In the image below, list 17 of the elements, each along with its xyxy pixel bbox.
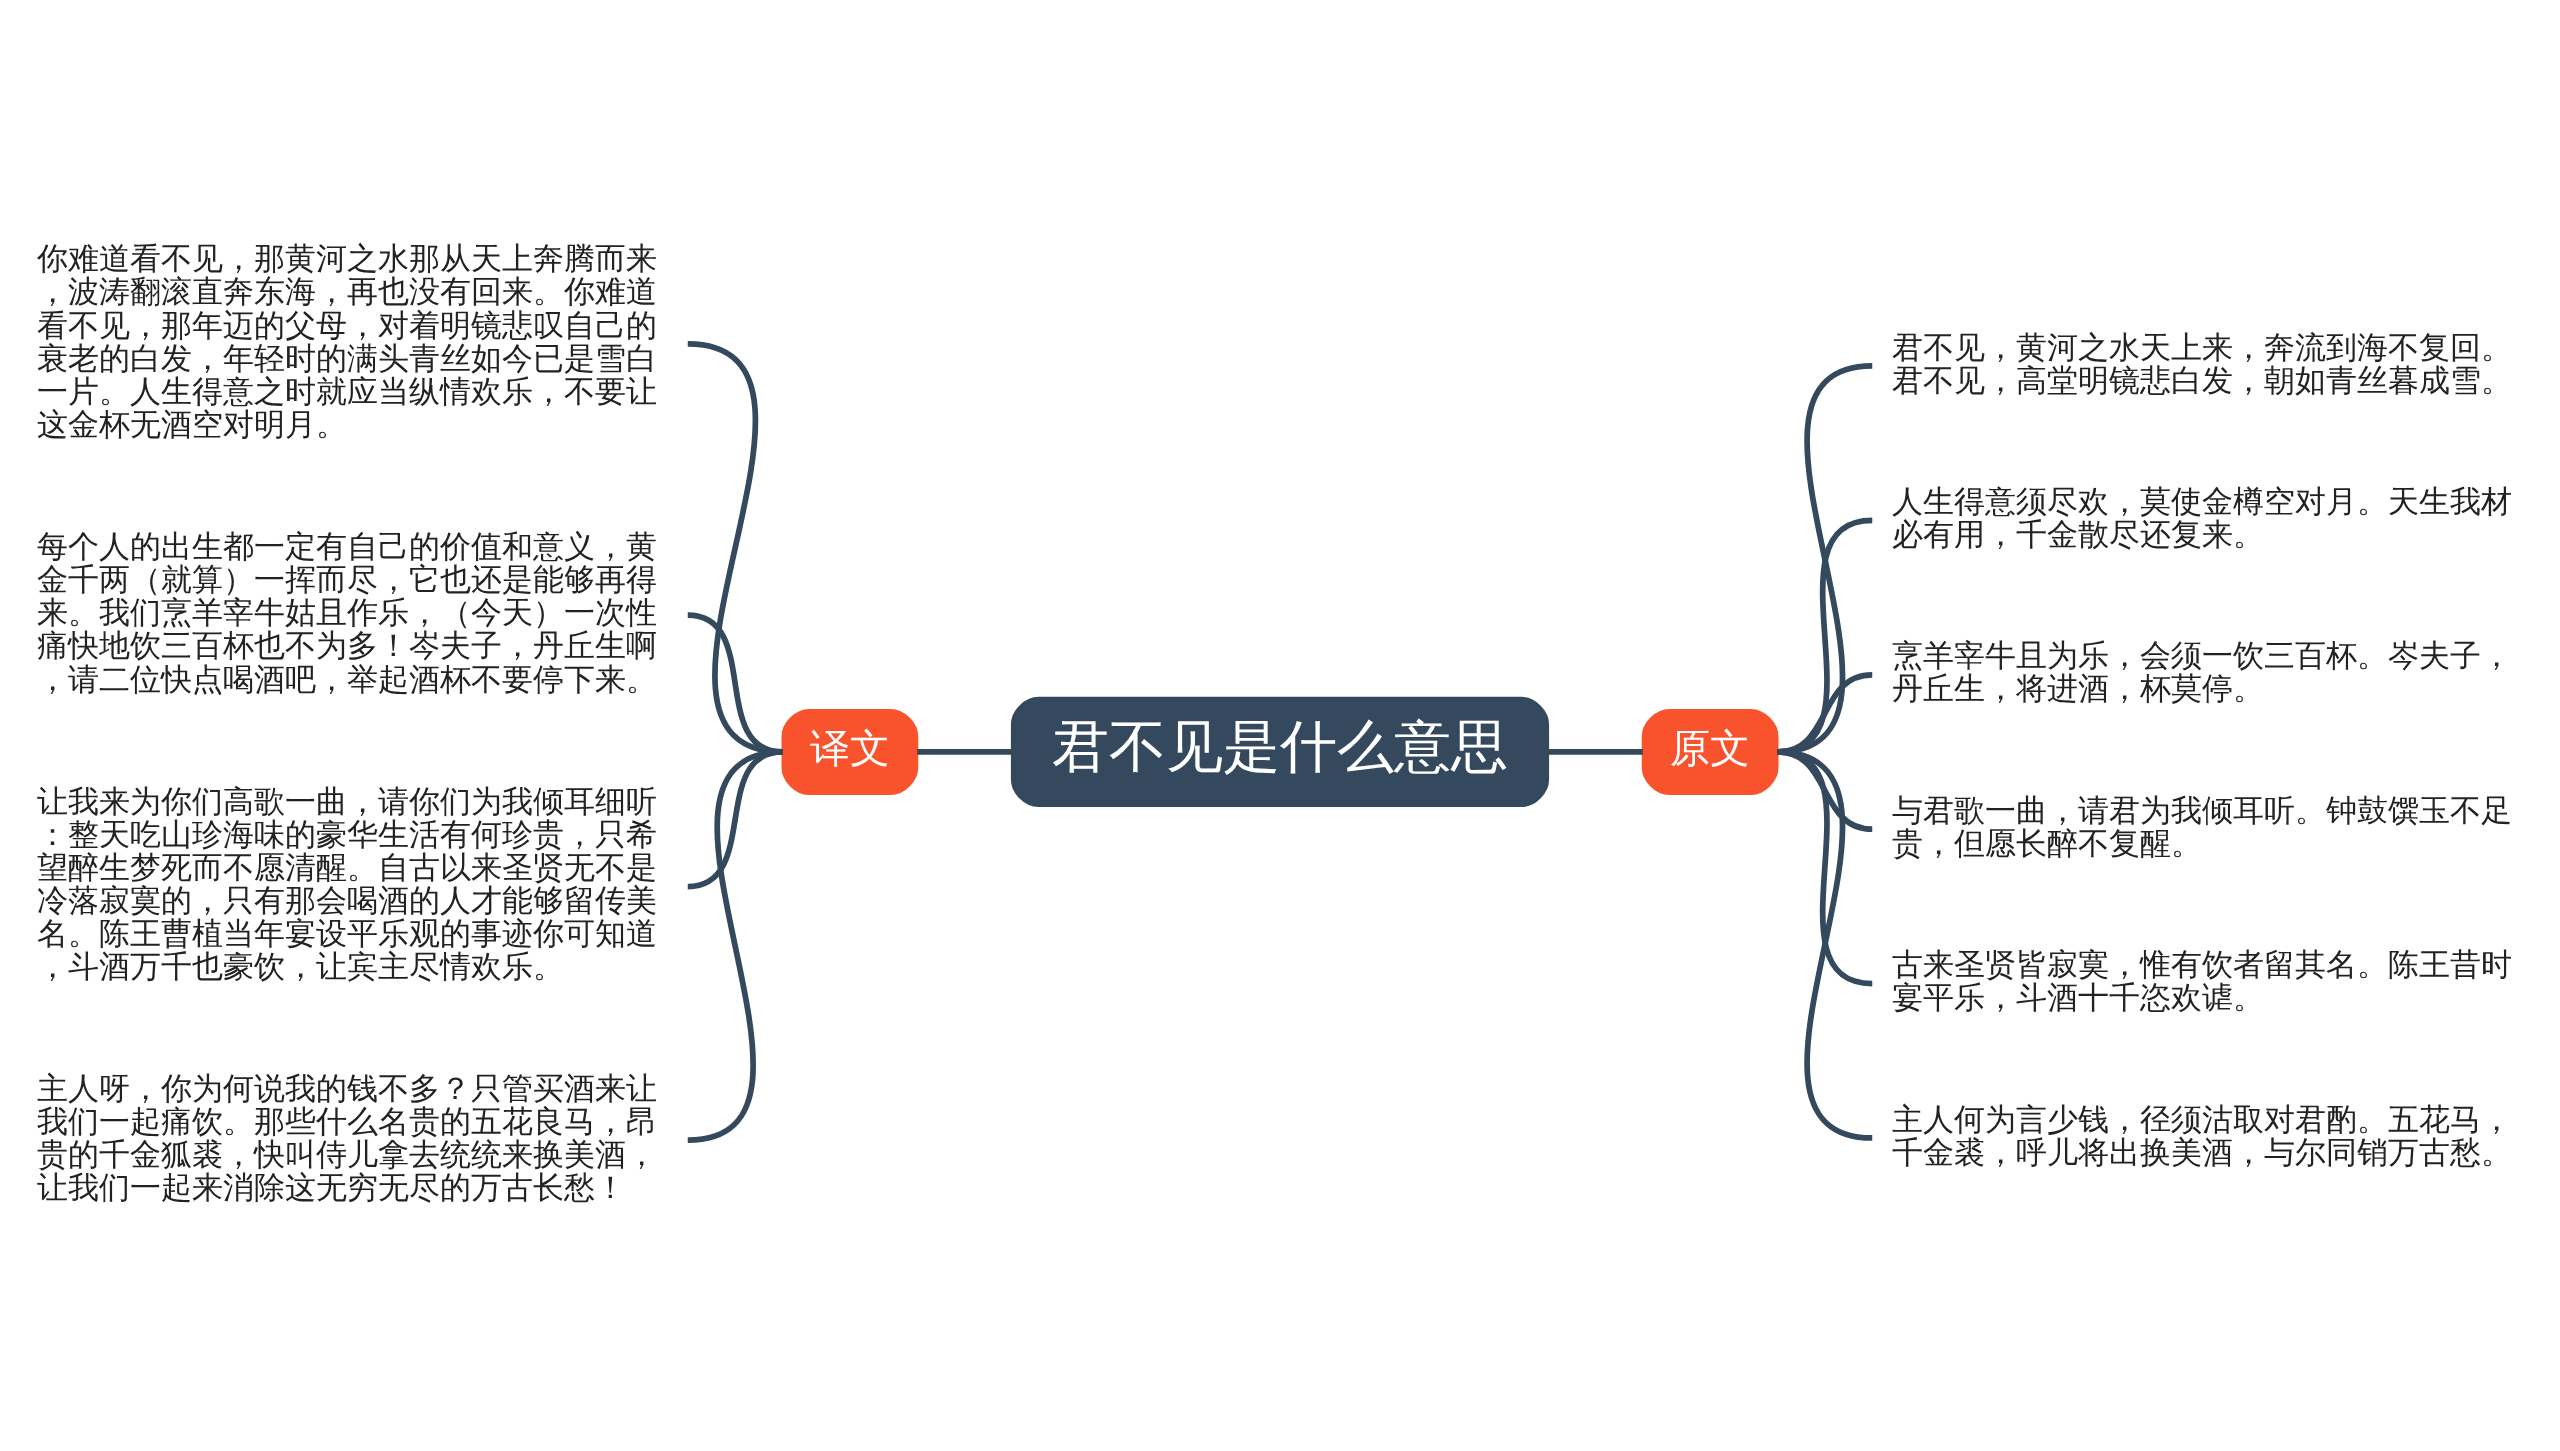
node-box: 原文	[1641, 708, 1779, 795]
node-text: 主人何为言少钱，径须沽取对君酌。五花马，千金裘，呼儿将出换美酒，与尔同销万古愁。	[1892, 1100, 2513, 1170]
node-text: 主人呀，你为何说我的钱不多？只管买酒来让我们一起痛饮。那些什么名贵的五花良马，昂贵的千金狐裘，快叫侍儿拿去统统来换美酒，让我们一起来消除这无穷无尽的万古长愁！	[37, 1069, 658, 1205]
node-text: 烹羊宰牛且为乐，会须一饮三百杯。岑夫子，丹丘生，将进酒，杯莫停。	[1892, 637, 2513, 707]
connector	[687, 749, 784, 1143]
node-box: 君不见是什么意思	[1010, 696, 1550, 808]
node-text: 人生得意须尽欢，莫使金樽空对月。天生我材必有用，千金散尽还复来。	[1892, 482, 2513, 553]
node-text: 你难道看不见，那黄河之水那从天上奔腾而来，波涛翻滚直奔东海，再也没有回来。你难道看不见，那年迈的父母，对着明镜悲叹自己的衰老的白发，年轻时的满头青丝如今已是雪白一片。人生得意之时就应当纵情欢乐，不要让这金杯无酒空对明月。	[37, 240, 658, 442]
connector	[917, 749, 1012, 755]
node-text: 每个人的出生都一定有自己的价值和意义，黄金千两（就算）一挥而尽，它也还是能够再得来。我们烹羊宰牛姑且作乐，（今天）一次性痛快地饮三百杯也不为多！岑夫子，丹丘生啊，请二位快点喝酒吧，举起酒杯不要停下来。	[37, 528, 658, 697]
connector	[1548, 749, 1643, 755]
node-box: 译文	[781, 708, 919, 795]
node-text: 让我来为你们高歌一曲，请你们为我倾耳细听：整天吃山珍海味的豪华生活有何珍贵，只希望醉生梦死而不愿清醒。自古以来圣贤无不是冷落寂寞的，只有那会喝酒的人才能够留传美名。陈王曹植当年宴设平乐观的事迹你可知道，斗酒万千也豪饮，让宾主尽情欢乐。	[37, 782, 658, 985]
node-text: 君不见，黄河之水天上来，奔流到海不复回。君不见，高堂明镜悲白发，朝如青丝暮成雪。	[1892, 328, 2513, 398]
connector	[1776, 749, 1873, 1141]
node-text: 与君歌一曲，请君为我倾耳听。钟鼓馔玉不足贵，但愿长醉不复醒。	[1892, 791, 2513, 861]
node-text: 古来圣贤皆寂寞，惟有饮者留其名。陈王昔时宴平乐，斗酒十千恣欢谑。	[1892, 946, 2513, 1016]
